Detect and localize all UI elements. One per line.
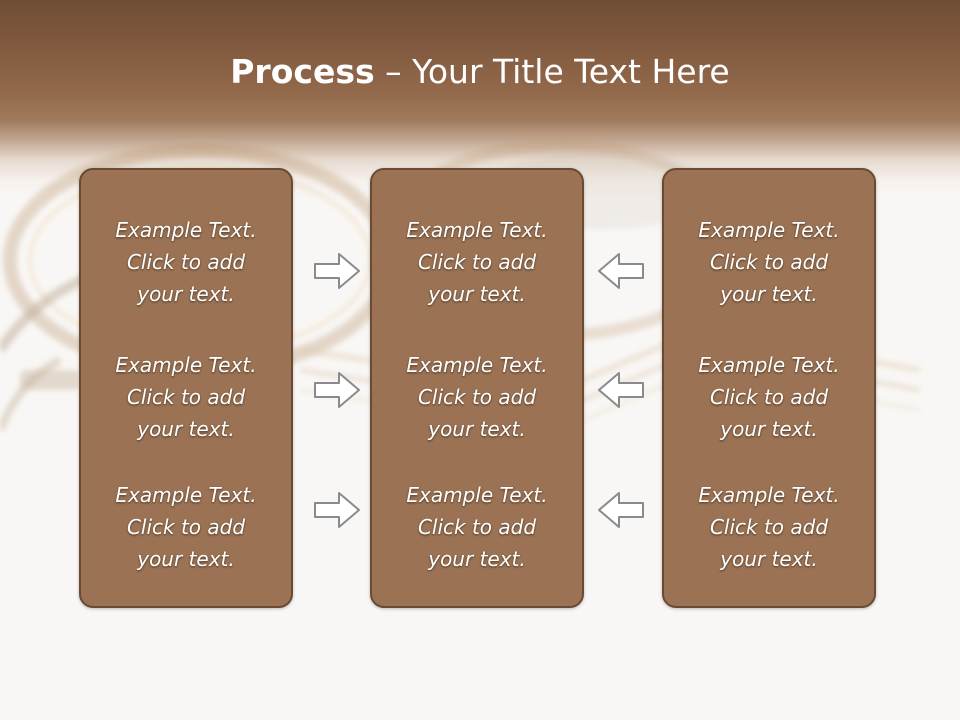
- text-line: your text.: [720, 282, 818, 306]
- text-line: your text.: [720, 547, 818, 571]
- text-line: Click to add: [126, 515, 246, 539]
- slide-title[interactable]: Process – Your Title Text Here: [0, 52, 960, 91]
- text-item[interactable]: Example Text. Click to add your text.: [664, 214, 874, 310]
- text-item[interactable]: Example Text. Click to add your text.: [81, 214, 291, 310]
- arrow-right-icon: [314, 492, 360, 528]
- text-item[interactable]: Example Text. Click to add your text.: [372, 479, 582, 575]
- text-line: your text.: [137, 417, 235, 441]
- text-item[interactable]: Example Text. Click to add your text.: [372, 214, 582, 310]
- text-line: your text.: [428, 282, 526, 306]
- text-line: Example Text.: [406, 218, 548, 242]
- text-item[interactable]: Example Text. Click to add your text.: [372, 349, 582, 445]
- text-line: Click to add: [126, 385, 246, 409]
- text-line: your text.: [137, 282, 235, 306]
- process-panel-left[interactable]: Example Text. Click to add your text. Ex…: [79, 168, 293, 608]
- text-item[interactable]: Example Text. Click to add your text.: [664, 349, 874, 445]
- header-band: [0, 0, 960, 200]
- title-bold: Process: [230, 52, 375, 91]
- arrow-left-icon: [598, 492, 644, 528]
- text-line: Click to add: [709, 515, 829, 539]
- title-rest: – Your Title Text Here: [374, 52, 730, 91]
- text-line: Click to add: [417, 385, 537, 409]
- text-line: Example Text.: [115, 353, 257, 377]
- text-line: your text.: [428, 547, 526, 571]
- text-item[interactable]: Example Text. Click to add your text.: [81, 349, 291, 445]
- process-panel-middle[interactable]: Example Text. Click to add your text. Ex…: [370, 168, 584, 608]
- text-line: Example Text.: [115, 483, 257, 507]
- text-line: Click to add: [709, 385, 829, 409]
- text-line: Click to add: [709, 250, 829, 274]
- text-line: Example Text.: [698, 353, 840, 377]
- arrow-right-icon: [314, 253, 360, 289]
- text-line: Example Text.: [698, 218, 840, 242]
- arrow-right-icon: [314, 372, 360, 408]
- text-item[interactable]: Example Text. Click to add your text.: [664, 479, 874, 575]
- text-line: Click to add: [417, 515, 537, 539]
- text-line: Click to add: [126, 250, 246, 274]
- process-panel-right[interactable]: Example Text. Click to add your text. Ex…: [662, 168, 876, 608]
- text-line: your text.: [720, 417, 818, 441]
- text-line: Example Text.: [406, 353, 548, 377]
- text-line: Click to add: [417, 250, 537, 274]
- arrow-left-icon: [598, 372, 644, 408]
- text-line: Example Text.: [406, 483, 548, 507]
- arrow-left-icon: [598, 253, 644, 289]
- text-line: your text.: [428, 417, 526, 441]
- text-line: Example Text.: [698, 483, 840, 507]
- text-line: Example Text.: [115, 218, 257, 242]
- text-line: your text.: [137, 547, 235, 571]
- text-item[interactable]: Example Text. Click to add your text.: [81, 479, 291, 575]
